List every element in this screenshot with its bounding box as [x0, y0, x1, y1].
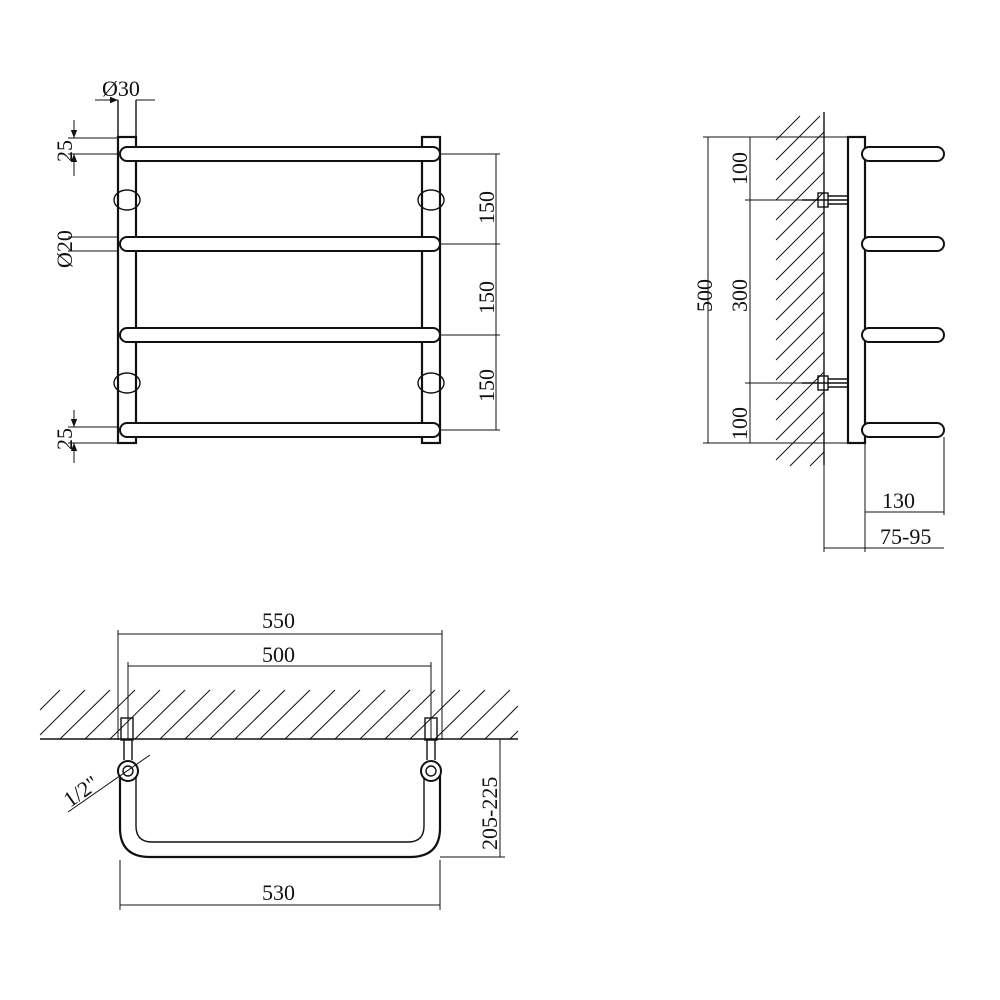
wall-anchors — [802, 192, 848, 391]
bar-3 — [119, 327, 441, 343]
top-offset-label: 25 — [52, 140, 77, 162]
overall-width-label: 550 — [262, 608, 295, 633]
side-view: 500 100 300 100 130 75-95 — [692, 112, 945, 552]
spacing-2-label: 150 — [474, 281, 499, 314]
top-margin-label: 100 — [727, 152, 752, 185]
side-bars — [861, 146, 945, 438]
right-connection-ring — [420, 760, 442, 782]
front-bars — [119, 146, 441, 438]
u-bar-inner — [135, 772, 425, 843]
bar-diameter-label: Ø20 — [52, 230, 77, 268]
upright-diameter-label: Ø30 — [102, 76, 140, 101]
depth-label: 130 — [882, 488, 915, 513]
total-height-label: 500 — [692, 279, 717, 312]
side-upright — [846, 135, 867, 445]
bottom-width-label: 530 — [262, 880, 295, 905]
axis-width-label: 500 — [262, 642, 295, 667]
spacing-1-label: 150 — [474, 191, 499, 224]
thread-label: 1/2" — [59, 770, 104, 812]
front-view: Ø30 25 Ø20 25 150 150 150 — [52, 76, 500, 463]
projection-label: 205-225 — [477, 777, 502, 850]
right-upright — [420, 135, 442, 445]
bar-4 — [119, 422, 441, 438]
spacing-3-label: 150 — [474, 369, 499, 402]
bottom-offset-label: 25 — [52, 428, 77, 450]
left-connection-ring — [117, 760, 139, 782]
wall-distance-label: 75-95 — [880, 524, 931, 549]
top-view: 550 500 530 1/2" 205-225 — [39, 608, 519, 910]
wall-hatch-side — [775, 112, 825, 467]
top-anchors — [120, 717, 438, 760]
bottom-margin-label: 100 — [727, 407, 752, 440]
u-bar-outer — [118, 772, 442, 859]
wall-hatch-top — [39, 689, 519, 740]
left-upright — [116, 135, 138, 445]
mount-spacing-label: 300 — [727, 279, 752, 312]
bar-1 — [119, 146, 441, 162]
front-mounts — [113, 189, 445, 394]
bar-2 — [119, 236, 441, 252]
